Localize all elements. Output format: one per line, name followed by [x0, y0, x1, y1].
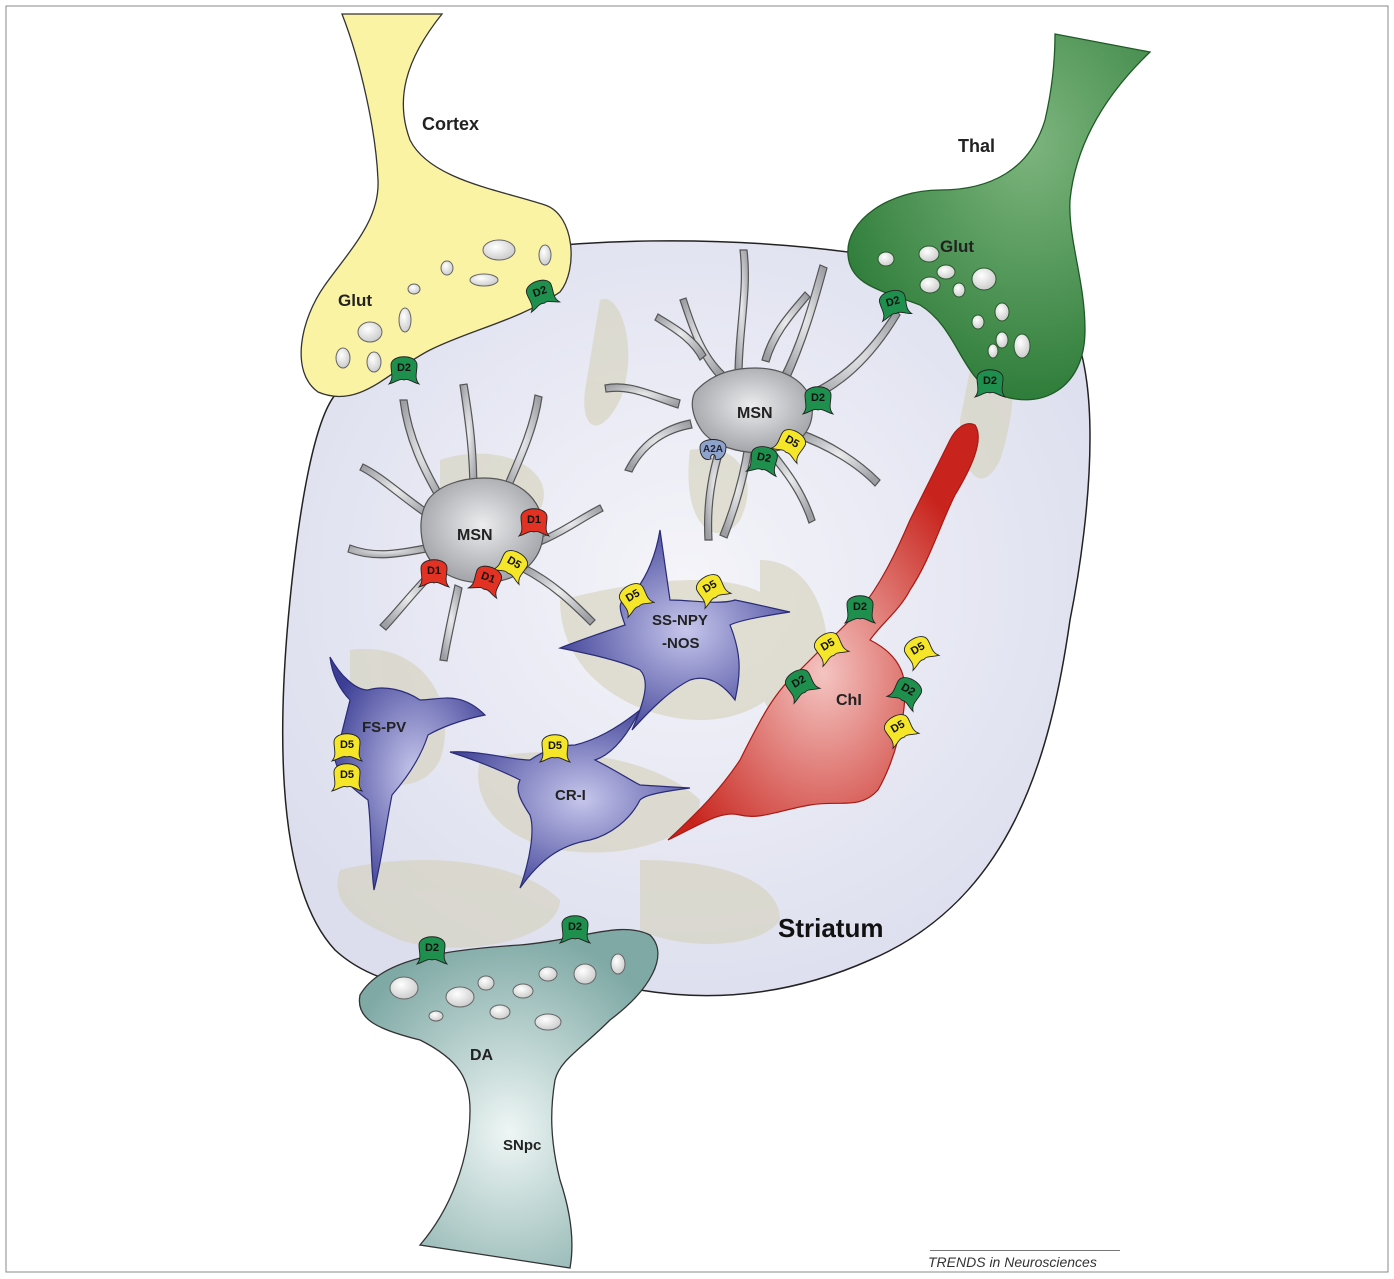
label-thal: Thal	[958, 136, 995, 156]
label-cr-i: CR-I	[555, 787, 586, 804]
receptor-d2: D2	[389, 357, 419, 384]
receptor-d5-label: D5	[548, 740, 562, 752]
receptor-d2-label: D2	[983, 375, 997, 387]
receptor-d2: D2	[803, 387, 833, 414]
receptor-d2: D2	[417, 937, 447, 964]
label-msn-top: MSN	[737, 405, 773, 422]
receptor-d2-label: D2	[811, 392, 825, 404]
receptor-d1-label: D1	[527, 514, 541, 526]
receptor-d5-label: D5	[340, 739, 354, 751]
receptor-d2-label: D2	[853, 601, 867, 613]
label-glut-cortex: Glut	[338, 291, 372, 310]
label-ss-npy-line1: SS-NPY	[652, 612, 708, 629]
receptor-a2a-label: A2A	[703, 444, 723, 455]
receptor-d1: D1	[519, 509, 549, 536]
receptor-d2-label: D2	[756, 451, 772, 465]
receptor-d1-label: D1	[427, 565, 441, 577]
label-snpc: SNpc	[503, 1137, 541, 1154]
label-msn-left: MSN	[457, 527, 493, 544]
label-fs-pv: FS-PV	[362, 719, 406, 736]
label-glut-thal: Glut	[940, 237, 974, 256]
receptor-d5-label: D5	[340, 769, 354, 781]
receptor-d5: D5	[332, 764, 362, 791]
receptor-d5: D5	[332, 734, 362, 761]
receptor-d2-label: D2	[397, 362, 411, 374]
receptor-d5: D5	[540, 735, 570, 762]
receptor-d2: D2	[845, 596, 875, 623]
footer-credit: TRENDS in Neurosciences	[928, 1254, 1097, 1270]
label-cortex: Cortex	[422, 114, 479, 134]
receptor-d2-label: D2	[568, 921, 582, 933]
receptor-d2-label: D2	[425, 942, 439, 954]
receptor-d2: D2	[560, 916, 590, 943]
label-ss-npy-line2: -NOS	[662, 635, 700, 652]
label-chi: ChI	[836, 692, 862, 709]
label-striatum: Striatum	[778, 913, 883, 943]
footer-rule	[930, 1250, 1120, 1251]
label-da: DA	[470, 1047, 494, 1064]
receptor-d2: D2	[975, 370, 1005, 397]
receptor-d1: D1	[419, 560, 449, 587]
